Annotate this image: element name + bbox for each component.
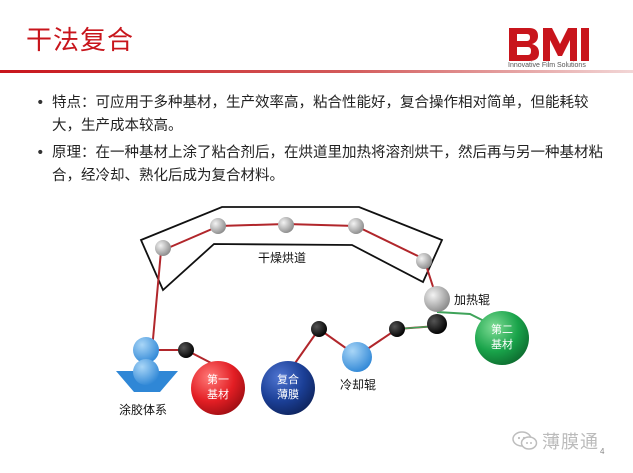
bullet-list: 特点：可应用于多种基材，生产效率高，粘合性能好，复合操作相对简单，但能耗较大，生… bbox=[36, 92, 606, 192]
composite-film-roll bbox=[261, 361, 315, 415]
bullet-features: 特点：可应用于多种基材，生产效率高，粘合性能好，复合操作相对简单，但能耗较大，生… bbox=[36, 92, 606, 138]
drying-tunnel-label: 干燥烘道 bbox=[258, 251, 306, 265]
bullet-principle: 原理：在一种基材上涂了粘合剂后，在烘道里加热将溶剂烘干，然后再与另一种基材粘合，… bbox=[36, 142, 606, 188]
watermark-text: 薄膜通 bbox=[542, 432, 599, 453]
coating-system-label: 涂胶体系 bbox=[119, 402, 167, 417]
composite-label-2: 薄膜 bbox=[277, 387, 299, 401]
slide-title: 干法复合 bbox=[26, 26, 135, 56]
tunnel-roller-4 bbox=[348, 218, 364, 234]
tunnel-roller-5 bbox=[416, 253, 432, 269]
tunnel-roller-3 bbox=[278, 217, 294, 233]
substrate1-label-1: 第一 bbox=[207, 372, 229, 386]
logo-tagline: Innovative Film Solutions bbox=[508, 62, 586, 69]
substrate1-label-2: 基材 bbox=[207, 387, 229, 401]
substrate1-roll bbox=[191, 361, 245, 415]
substrate2-roll bbox=[475, 311, 529, 365]
tunnel-roller-2 bbox=[210, 218, 226, 234]
composite-label-1: 复合 bbox=[277, 372, 299, 386]
idler-roller-3 bbox=[389, 321, 405, 337]
heating-roller-label: 加热辊 bbox=[454, 293, 490, 307]
dry-lamination-diagram: 第一 基材 复合 薄膜 第二 基材 干燥烘道 加热辊 冷却辊 涂胶体系 bbox=[116, 206, 529, 417]
coating-roller-bottom bbox=[133, 359, 159, 385]
page-number: 4 bbox=[600, 447, 605, 456]
coating-roller-top bbox=[133, 337, 159, 363]
idler-roller-2 bbox=[311, 321, 327, 337]
drying-tunnel-outline bbox=[139, 206, 444, 292]
company-logo bbox=[509, 28, 589, 61]
idler-roller-1 bbox=[178, 342, 194, 358]
title-divider bbox=[0, 70, 633, 73]
nip-roller bbox=[427, 314, 447, 334]
cooling-roller bbox=[342, 342, 372, 372]
tunnel-roller-1 bbox=[155, 240, 171, 256]
wechat-icon bbox=[512, 431, 538, 450]
substrate2-label-1: 第二 bbox=[491, 322, 513, 336]
cooling-roller-label: 冷却辊 bbox=[340, 378, 376, 392]
heating-roller bbox=[424, 286, 450, 312]
substrate2-label-2: 基材 bbox=[491, 337, 513, 351]
